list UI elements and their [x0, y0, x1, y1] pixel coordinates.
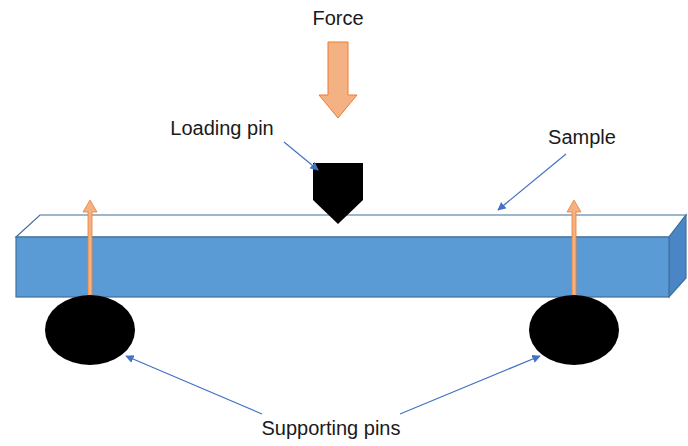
leader-line — [126, 356, 262, 414]
reaction-arrow — [567, 200, 581, 297]
supporting-pin — [529, 295, 619, 365]
part-label: Supporting pins — [260, 416, 403, 440]
force-arrow — [319, 42, 357, 118]
sample-front-face — [16, 237, 669, 297]
loading-pin — [313, 163, 363, 224]
leader-line — [284, 142, 318, 170]
part-label: Sample — [546, 125, 618, 149]
reaction-arrow — [83, 200, 97, 297]
supporting-pin — [45, 295, 135, 365]
part-label: Force — [310, 6, 365, 30]
leader-line — [400, 356, 540, 414]
leader-line — [498, 154, 566, 210]
sample-side-face — [669, 215, 686, 297]
part-label: Loading pin — [168, 116, 275, 140]
sample-top-face — [16, 215, 686, 237]
